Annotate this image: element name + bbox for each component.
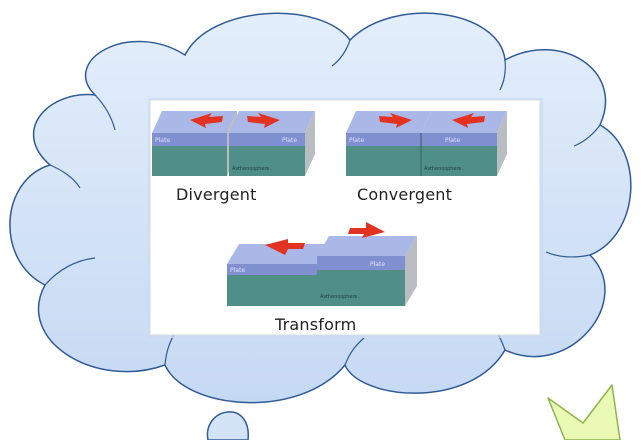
layer-label: Asthenosphere [320, 294, 358, 300]
plate-block-right: Plate Asthenosphere [421, 111, 507, 176]
plate-label: Plate [445, 137, 460, 144]
arrow-left [190, 113, 223, 128]
plate-block-left: Plate [227, 244, 329, 306]
plate-block-right: Plate Asthenosphere [317, 236, 417, 306]
layer-label: Asthenosphere [232, 166, 270, 172]
plate-label: Plate [230, 267, 245, 274]
arrow-left [265, 239, 305, 255]
thought-bubble-dot [206, 411, 249, 440]
arrow-left [452, 113, 485, 128]
plate-label: Plate [155, 137, 170, 144]
divergent-panel: Plate Plate Asthenosphere [152, 111, 315, 176]
arrow-right [247, 113, 280, 128]
convergent-label: Convergent [357, 185, 453, 204]
layer-label: Asthenosphere [424, 166, 462, 172]
transform-panel: Plate Plate Asthenosphere [227, 222, 417, 306]
plate-label: Plate [370, 261, 385, 268]
star-burst [547, 384, 621, 440]
arrow-right [348, 222, 385, 238]
plate-label: Plate [349, 137, 364, 144]
plate-label: Plate [282, 137, 297, 144]
transform-label: Transform [275, 315, 357, 334]
arrow-right [379, 113, 412, 128]
divergent-label: Divergent [176, 185, 257, 204]
convergent-panel: Plate Plate Asthenosphere [346, 111, 507, 176]
plate-boundaries-figure: Plate Plate Asthenosphere Plate [148, 98, 543, 338]
